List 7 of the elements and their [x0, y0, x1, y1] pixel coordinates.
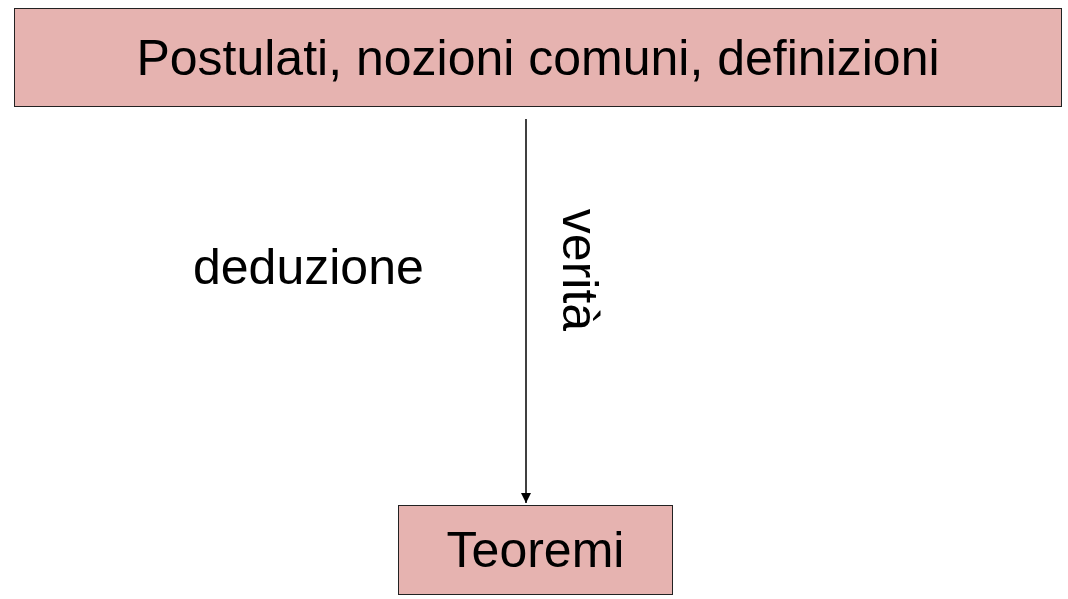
theorems-box: [398, 505, 673, 595]
edge-label: deduzione: [193, 238, 424, 296]
arrow: [521, 118, 531, 504]
rotated-label: verità: [551, 207, 609, 334]
node-text: Teoremi: [446, 521, 625, 579]
node-text: Postulati, nozioni comuni, definizioni: [136, 28, 940, 87]
premises-box: [14, 8, 1062, 107]
